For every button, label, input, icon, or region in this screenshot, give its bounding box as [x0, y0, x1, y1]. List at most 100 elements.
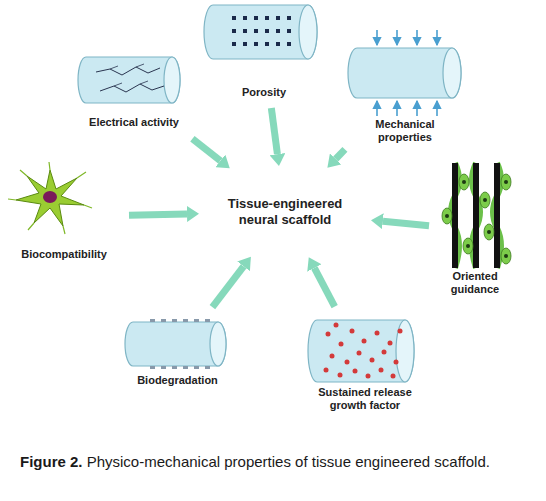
- degrading-cylinder: [161, 319, 166, 322]
- guidance-channels: [452, 163, 458, 268]
- release-cylinder: [379, 368, 384, 373]
- arrow-connector: [212, 266, 243, 307]
- release-cylinder: [339, 342, 344, 347]
- guidance-channels: [466, 244, 470, 248]
- porous-cylinder: [265, 29, 269, 33]
- porous-cylinder: [254, 16, 258, 20]
- release-cylinder: [375, 331, 380, 336]
- porous-cylinder: [299, 5, 317, 59]
- guidance-channels: [483, 198, 487, 202]
- release-cylinder: [396, 320, 414, 382]
- property-node: Porosity: [208, 2, 320, 102]
- porous-cylinder: [265, 16, 269, 20]
- guidance-channels: [463, 238, 473, 254]
- node-label: Biodegradation: [125, 374, 230, 387]
- loaded-cylinder: [376, 101, 378, 116]
- degrading-cylinder: [150, 319, 210, 369]
- guidance-channels: [445, 214, 449, 218]
- guidance-channels: [504, 180, 508, 184]
- arrow-connector: [192, 139, 220, 161]
- porous-cylinder: [232, 16, 291, 46]
- guidance-channels: [494, 163, 500, 268]
- release-cylinder: [345, 360, 350, 365]
- porous-cylinder: [232, 42, 236, 46]
- property-node: Mechanical properties: [345, 28, 465, 145]
- property-node: Biodegradation: [125, 312, 230, 394]
- degrading-cylinder: [205, 366, 210, 369]
- loaded-cylinder: [396, 30, 398, 45]
- degrading-cylinder: [194, 366, 199, 369]
- guidance-channels: [442, 174, 511, 264]
- guidance-channels: [472, 163, 480, 268]
- arrow-connector: [383, 221, 429, 225]
- electrical-cylinder: [78, 57, 180, 103]
- release-cylinder: [308, 320, 414, 382]
- guidance-channels: [484, 224, 494, 240]
- loaded-cylinder: [436, 101, 438, 116]
- degrading-cylinder: [194, 319, 199, 322]
- node-label: Sustained release growth factor: [306, 386, 424, 412]
- hub-label: Tissue-engineered neural scaffold: [215, 196, 355, 227]
- property-node: Electrical activity: [78, 50, 190, 135]
- porous-cylinder: [232, 29, 236, 33]
- release-cylinder: [353, 369, 358, 374]
- loaded-cylinder: [348, 48, 461, 98]
- porous-cylinder: [254, 29, 258, 33]
- caption-body: Physico-mechanical properties of tissue …: [83, 453, 490, 470]
- guidance-channels: [493, 163, 501, 268]
- porous-cylinder: [287, 29, 291, 33]
- release-cylinder: [394, 360, 399, 365]
- loaded-cylinder: [376, 30, 378, 45]
- degrading-cylinder: [183, 366, 188, 369]
- guidance-channels: [442, 163, 511, 268]
- loaded-cylinder: [416, 30, 418, 45]
- property-node: Sustained release growth factor: [305, 312, 425, 417]
- release-cylinder: [308, 320, 414, 382]
- guidance-channels: [504, 254, 508, 258]
- release-cylinder: [391, 374, 396, 379]
- electrical-cylinder: [110, 64, 148, 86]
- guidance-channels: [462, 180, 466, 184]
- guidance-channels: [445, 180, 508, 258]
- loaded-cylinder: [396, 101, 398, 116]
- electrical-cylinder: [100, 84, 164, 92]
- degrading-cylinder: [161, 366, 166, 369]
- property-node: Oriented guidance: [435, 160, 515, 300]
- guidance-channels: [473, 163, 479, 268]
- porous-cylinder: [276, 16, 280, 20]
- cell-illustration: [43, 191, 57, 203]
- release-cylinder: [334, 323, 339, 328]
- porous-cylinder: [254, 42, 258, 46]
- node-label: Electrical activity: [78, 116, 190, 129]
- node-label: Porosity: [208, 86, 320, 99]
- arrow-connector: [129, 214, 187, 215]
- property-node: Biocompatibility: [5, 168, 123, 265]
- release-cylinder: [382, 350, 387, 355]
- release-cylinder: [366, 374, 371, 379]
- release-cylinder: [357, 351, 362, 356]
- release-cylinder: [324, 368, 329, 373]
- release-cylinder: [326, 332, 331, 337]
- porous-cylinder: [204, 5, 317, 59]
- arrow-connector: [271, 108, 277, 154]
- electrical-cylinder: [78, 57, 180, 103]
- release-cylinder: [350, 329, 355, 334]
- caption-lead: Figure 2.: [20, 453, 83, 470]
- degrading-cylinder: [172, 366, 177, 369]
- cell-illustration: [16, 170, 84, 226]
- porous-cylinder: [243, 16, 247, 20]
- release-cylinder: [388, 341, 393, 346]
- hub-node: Tissue-engineered neural scaffold: [205, 172, 365, 252]
- porous-cylinder: [287, 16, 291, 20]
- release-cylinder: [398, 329, 403, 334]
- release-cylinder: [324, 323, 403, 379]
- degrading-cylinder: [125, 319, 226, 369]
- guidance-channels: [501, 174, 511, 190]
- release-cylinder: [338, 373, 343, 378]
- arrow-connector: [314, 268, 334, 307]
- release-cylinder: [370, 358, 375, 363]
- loaded-cylinder: [436, 30, 438, 45]
- porous-cylinder: [265, 42, 269, 46]
- guidance-channels: [487, 230, 491, 234]
